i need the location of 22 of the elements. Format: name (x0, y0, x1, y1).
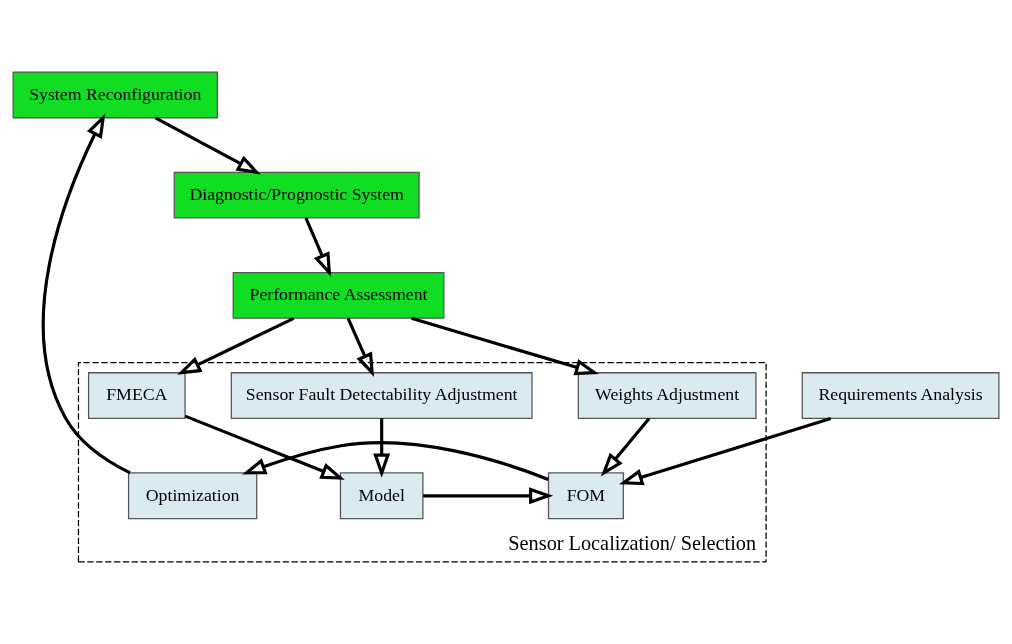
arrow (373, 418, 391, 478)
node-box: Diagnostic/Prognostic System (173, 171, 420, 219)
node-box: Performance Assessment (232, 271, 445, 319)
node-box: Weights Adjustment (577, 372, 757, 420)
arrow (154, 116, 261, 175)
node-box: FOM (547, 472, 624, 520)
node-box: Optimization (127, 472, 258, 520)
node-box: Requirements Analysis (801, 372, 1000, 420)
arrow (619, 417, 832, 486)
arrow (411, 316, 599, 376)
node-box: System Reconfiguration (12, 71, 218, 119)
arrow (346, 317, 375, 378)
arrow (177, 316, 295, 375)
arrow (304, 217, 332, 277)
arrow (184, 414, 345, 480)
node-box: Sensor Fault Detectability Adjustment (230, 372, 533, 420)
arrow (600, 417, 651, 477)
arrow (242, 441, 549, 481)
arrow (423, 487, 554, 505)
node-box: FMECA (87, 372, 186, 420)
node-box: Model (339, 472, 424, 520)
arrow (41, 113, 131, 475)
